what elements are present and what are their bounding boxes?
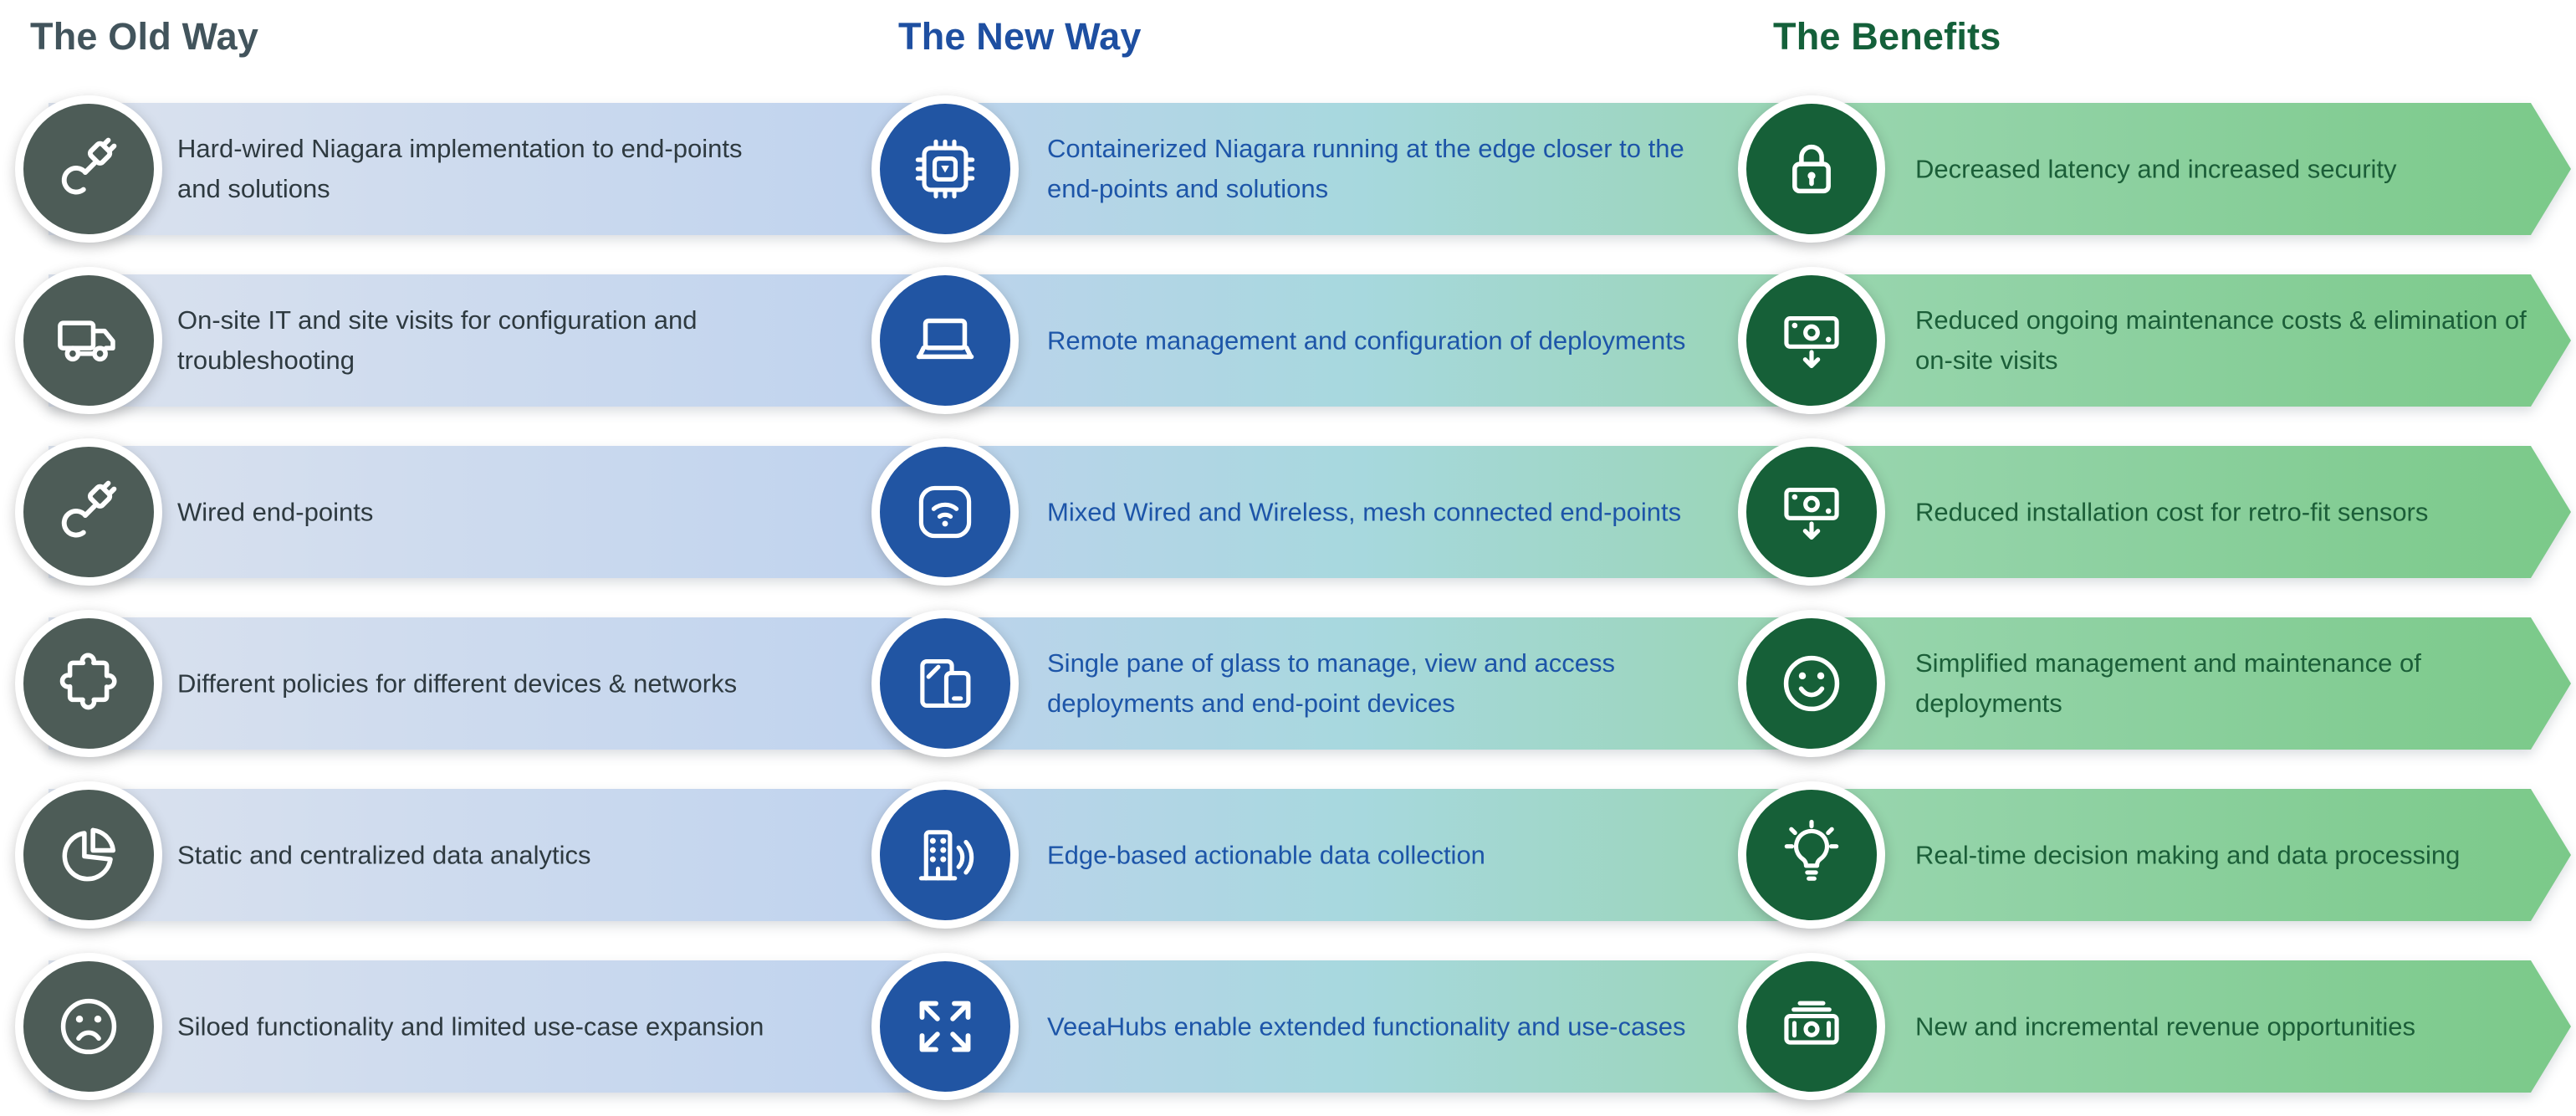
comparison-row: Siloed functionality and limited use-cas…	[0, 941, 2576, 1113]
benefit-text: New and incremental revenue opportunitie…	[1915, 1011, 2415, 1042]
icon-circle-benefits	[1738, 438, 1885, 586]
icon-circle-old	[15, 953, 162, 1100]
old-way-text: Siloed functionality and limited use-cas…	[177, 1011, 764, 1042]
icon-circle-new	[871, 438, 1019, 586]
new-way-text: Edge-based actionable data collection	[1047, 840, 1485, 870]
truck-icon	[52, 304, 125, 377]
cash-stack-icon	[1775, 990, 1848, 1063]
plug-icon	[52, 132, 125, 206]
icon-circle-benefits	[1738, 953, 1885, 1100]
old-way-text: Different policies for different devices…	[177, 668, 738, 699]
row-arrow-band	[49, 103, 2571, 235]
row-arrow-band	[49, 960, 2571, 1093]
old-way-text: Wired end-points	[177, 497, 374, 527]
icon-circle-old	[15, 781, 162, 929]
comparison-row: Different policies for different devices…	[0, 598, 2576, 770]
icon-circle-new	[871, 95, 1019, 243]
icon-circle-benefits	[1738, 267, 1885, 414]
column-header-new-way: The New Way	[898, 15, 1142, 58]
wifi-icon	[908, 475, 982, 549]
row-band-wrap	[0, 255, 2576, 427]
icon-circle-new	[871, 267, 1019, 414]
new-way-text: Remote management and configuration of d…	[1047, 325, 1686, 356]
smiley-icon	[1775, 647, 1848, 720]
icon-circle-old	[15, 95, 162, 243]
old-way-text: Static and centralized data analytics	[177, 840, 591, 870]
icon-circle-old	[15, 267, 162, 414]
old-way-text: On-site IT and site visits for configura…	[177, 305, 698, 376]
benefit-text: Reduced installation cost for retro-fit …	[1915, 497, 2429, 527]
column-headers: The Old Way The New Way The Benefits	[0, 0, 2576, 84]
benefit-text: Decreased latency and increased security	[1915, 154, 2397, 184]
old-way-text: Hard-wired Niagara implementation to end…	[177, 133, 743, 204]
icon-circle-new	[871, 610, 1019, 757]
icon-circle-old	[15, 438, 162, 586]
pie-chart-icon	[52, 818, 125, 892]
laptop-icon	[908, 304, 982, 377]
expand-arrows-icon	[908, 990, 982, 1063]
comparison-row: Hard-wired Niagara implementation to end…	[0, 84, 2576, 255]
comparison-row: Static and centralized data analytics Ed…	[0, 770, 2576, 941]
lightbulb-icon	[1775, 818, 1848, 892]
row-band-wrap	[0, 84, 2576, 255]
lock-icon	[1775, 132, 1848, 206]
cost-down-icon	[1775, 475, 1848, 549]
new-way-text: Single pane of glass to manage, view and…	[1047, 648, 1615, 719]
comparison-row: Wired end-points Mixed Wired and Wireles…	[0, 427, 2576, 598]
row-band-wrap	[0, 598, 2576, 770]
cost-down-icon	[1775, 304, 1848, 377]
building-signal-icon	[908, 818, 982, 892]
icon-circle-benefits	[1738, 610, 1885, 757]
comparison-row: On-site IT and site visits for configura…	[0, 255, 2576, 427]
plug-icon	[52, 475, 125, 549]
new-way-text: VeeaHubs enable extended functionality a…	[1047, 1011, 1686, 1042]
row-arrow-band	[49, 446, 2571, 578]
icon-circle-old	[15, 610, 162, 757]
row-arrow-band	[49, 789, 2571, 921]
column-header-benefits: The Benefits	[1773, 15, 2001, 58]
benefit-text: Reduced ongoing maintenance costs & elim…	[1915, 305, 2527, 376]
row-band-wrap	[0, 941, 2576, 1113]
chip-icon	[908, 132, 982, 206]
new-way-text: Mixed Wired and Wireless, mesh connected…	[1047, 497, 1682, 527]
row-arrow-band	[49, 274, 2571, 407]
column-header-old-way: The Old Way	[30, 15, 259, 58]
devices-icon	[908, 647, 982, 720]
new-way-text: Containerized Niagara running at the edg…	[1047, 133, 1684, 204]
benefit-text: Real-time decision making and data proce…	[1915, 840, 2461, 870]
row-band-wrap	[0, 427, 2576, 598]
icon-circle-benefits	[1738, 95, 1885, 243]
benefit-text: Simplified management and maintenance of…	[1915, 648, 2421, 719]
puzzle-icon	[52, 647, 125, 720]
icon-circle-new	[871, 953, 1019, 1100]
icon-circle-benefits	[1738, 781, 1885, 929]
comparison-rows: Hard-wired Niagara implementation to end…	[0, 84, 2576, 1113]
row-arrow-band	[49, 617, 2571, 750]
icon-circle-new	[871, 781, 1019, 929]
row-band-wrap	[0, 770, 2576, 941]
sad-face-icon	[52, 990, 125, 1063]
